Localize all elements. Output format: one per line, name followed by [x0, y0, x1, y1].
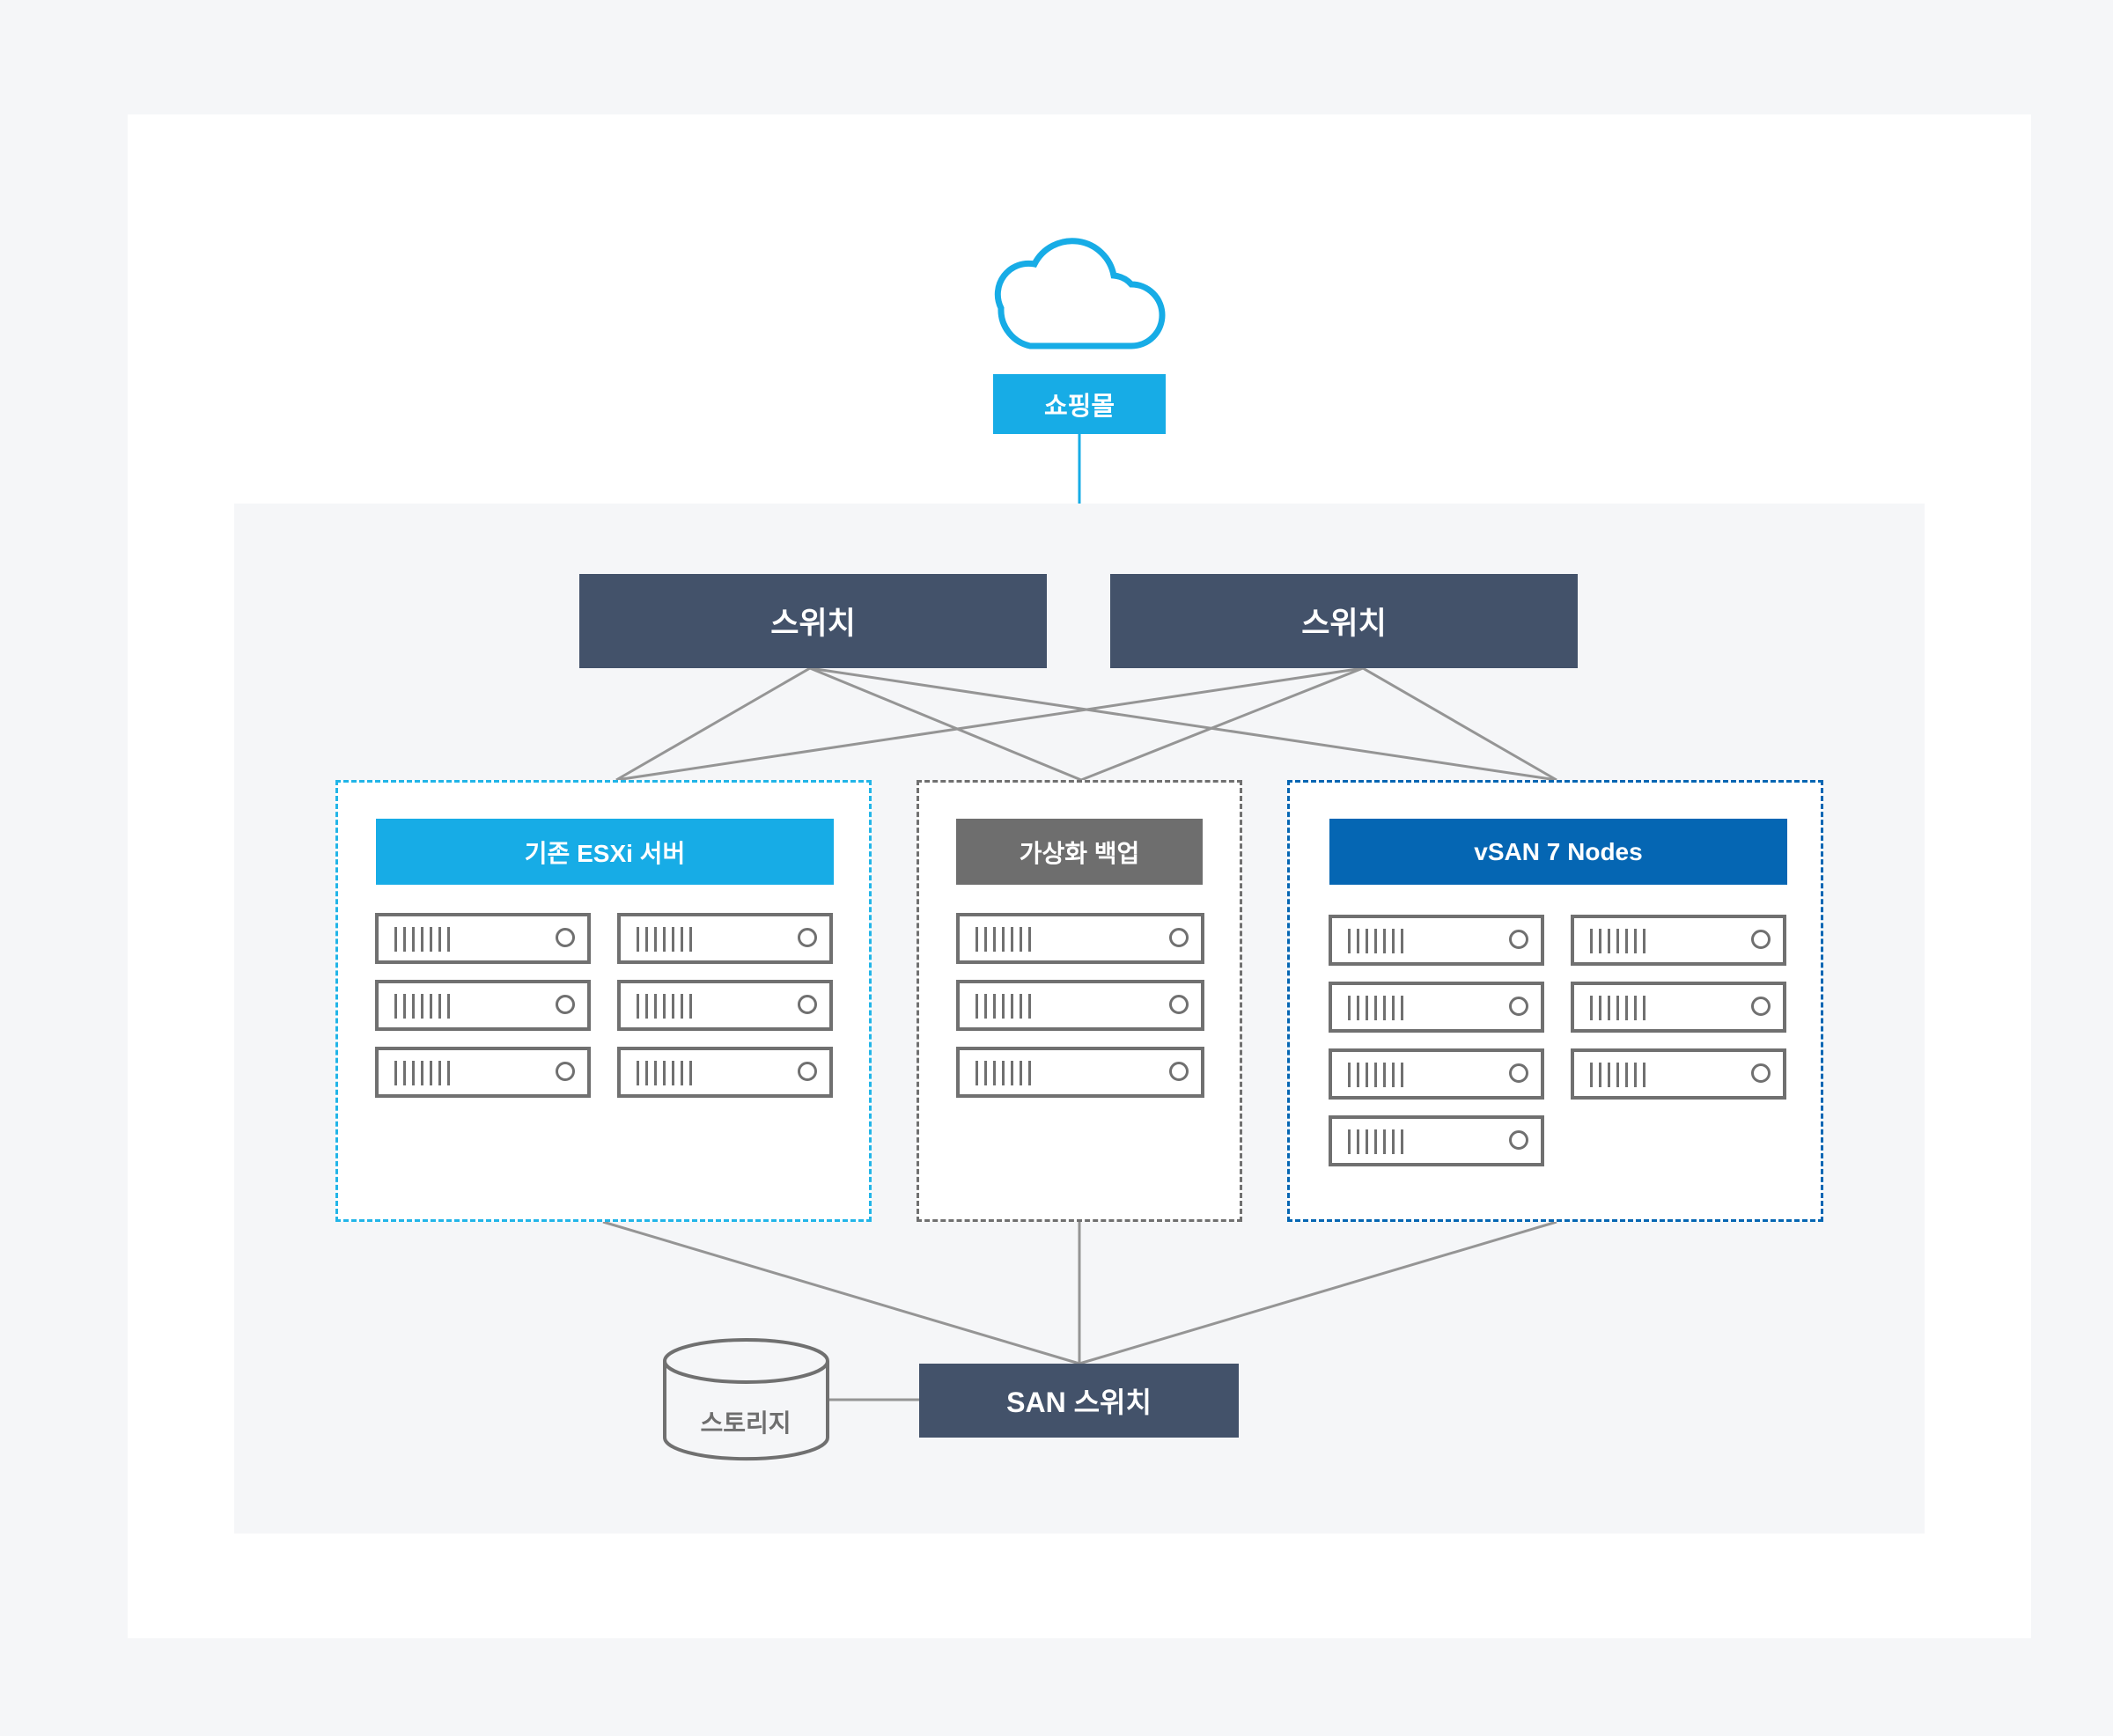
- power-led-icon: [798, 928, 817, 947]
- server-unit: [1329, 915, 1544, 966]
- power-led-icon: [556, 928, 575, 947]
- server-unit: [1571, 915, 1786, 966]
- link-sw1-vsan: [809, 666, 1557, 782]
- power-led-icon: [1751, 997, 1771, 1016]
- group-header: 기존 ESXi 서버: [376, 819, 834, 885]
- server-vent-icon: [1348, 929, 1403, 953]
- server-unit: [1571, 1048, 1786, 1100]
- server-vent-icon: [1348, 1063, 1403, 1087]
- server-vent-icon: [1348, 1129, 1403, 1154]
- server-vent-icon: [1590, 1063, 1645, 1087]
- server-vent-icon: [976, 994, 1031, 1019]
- link-sw1-esxi: [615, 666, 811, 782]
- shopping-mall-label: 쇼핑몰: [993, 374, 1166, 434]
- server-unit: [1329, 982, 1544, 1033]
- link-esxi-san: [602, 1220, 1080, 1365]
- server-vent-icon: [394, 1061, 450, 1085]
- power-led-icon: [1509, 997, 1528, 1016]
- group-header: 가상화 백업: [956, 819, 1203, 885]
- server-vent-icon: [637, 1061, 692, 1085]
- power-led-icon: [1169, 1062, 1189, 1081]
- power-led-icon: [1169, 995, 1189, 1014]
- server-vent-icon: [1590, 929, 1645, 953]
- san-switch: SAN 스위치: [919, 1364, 1239, 1438]
- server-unit: [956, 913, 1204, 964]
- storage-label: 스토리지: [700, 1409, 791, 1437]
- server-unit: [1329, 1115, 1544, 1166]
- link-vsan-san: [1079, 1220, 1557, 1365]
- power-led-icon: [556, 995, 575, 1014]
- vsan-node-group: vSAN 7 Nodes: [1287, 780, 1823, 1222]
- server-unit: [956, 1047, 1204, 1098]
- server-unit: [1329, 1048, 1544, 1100]
- link-sw2-vsan: [1362, 666, 1557, 782]
- server-unit: [956, 980, 1204, 1031]
- link-sw2-esxi: [615, 666, 1364, 782]
- server-unit: [1571, 982, 1786, 1033]
- link-sw2-backup: [1080, 666, 1364, 782]
- power-led-icon: [1751, 930, 1771, 949]
- server-unit: [375, 1047, 591, 1098]
- backup-server-group: 가상화 백업: [917, 780, 1242, 1222]
- server-vent-icon: [637, 994, 692, 1019]
- server-unit: [375, 980, 591, 1031]
- server-vent-icon: [637, 927, 692, 952]
- power-led-icon: [798, 995, 817, 1014]
- server-vent-icon: [976, 927, 1031, 952]
- server-vent-icon: [1348, 996, 1403, 1020]
- power-led-icon: [1509, 1063, 1528, 1083]
- server-vent-icon: [976, 1061, 1031, 1085]
- server-unit: [617, 913, 833, 964]
- server-unit: [375, 913, 591, 964]
- power-led-icon: [1509, 1130, 1528, 1150]
- server-vent-icon: [1590, 996, 1645, 1020]
- network-switch-1: 스위치: [579, 574, 1047, 668]
- power-led-icon: [1751, 1063, 1771, 1083]
- cloud-icon: [994, 238, 1166, 349]
- power-led-icon: [798, 1062, 817, 1081]
- power-led-icon: [1169, 928, 1189, 947]
- group-header: vSAN 7 Nodes: [1329, 819, 1787, 885]
- server-unit: [617, 980, 833, 1031]
- server-vent-icon: [394, 994, 450, 1019]
- esxi-server-group: 기존 ESXi 서버: [335, 780, 872, 1222]
- network-switch-2: 스위치: [1110, 574, 1578, 668]
- server-vent-icon: [394, 927, 450, 952]
- storage-icon: [663, 1338, 829, 1461]
- power-led-icon: [1509, 930, 1528, 949]
- link-sw1-backup: [809, 666, 1082, 782]
- server-unit: [617, 1047, 833, 1098]
- power-led-icon: [556, 1062, 575, 1081]
